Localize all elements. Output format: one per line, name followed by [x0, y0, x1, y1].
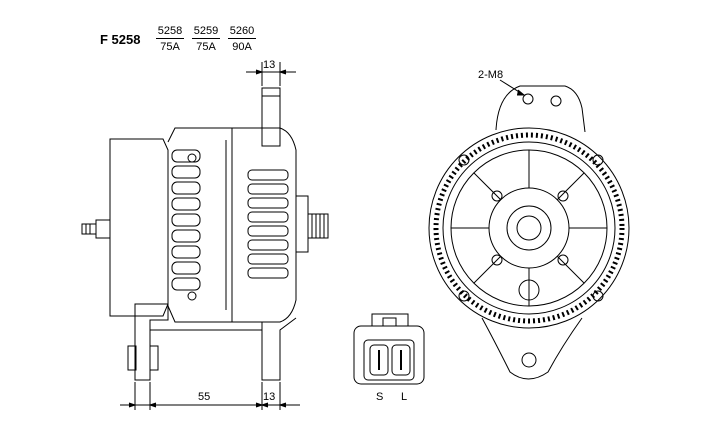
- variant-part-number: 5259: [192, 25, 220, 39]
- bottom-mounting-lug: [481, 317, 583, 380]
- upper-mount-ear: [261, 87, 281, 147]
- mount-hole: [550, 95, 562, 107]
- boss: [518, 279, 540, 301]
- variant-rating: 75A: [160, 41, 180, 53]
- shaft: [308, 213, 329, 239]
- variant-5260: 5260 90A: [228, 25, 256, 53]
- bolt: [458, 154, 470, 166]
- bolt: [491, 254, 503, 266]
- dim-bottom-span: 55: [198, 391, 211, 403]
- bolt: [458, 290, 470, 302]
- bolt: [557, 190, 569, 202]
- top-mounting-lug: [495, 85, 586, 133]
- bracket-bolt: [127, 345, 137, 371]
- variant-rating: 90A: [232, 41, 252, 53]
- terminal-s-socket: [369, 344, 389, 376]
- terminal-stud: [95, 219, 111, 239]
- housing-body: [167, 127, 297, 323]
- bolt-head: [187, 153, 197, 163]
- variant-5259: 5259 75A: [192, 25, 220, 53]
- terminal-l-socket: [391, 344, 411, 376]
- model-number: F 5258: [100, 32, 141, 47]
- terminal-l-label: L: [401, 391, 408, 403]
- side-view: [81, 87, 329, 381]
- lower-mount-foot: [232, 317, 297, 381]
- rear-cover: [109, 138, 169, 317]
- connector-body: [353, 325, 425, 385]
- pivot-hole: [521, 352, 537, 368]
- shaft-hub: [296, 195, 309, 253]
- dimension-lines: [120, 62, 300, 410]
- bolt: [491, 190, 503, 202]
- rear-cooling-fins: [247, 169, 289, 279]
- front-view: [428, 79, 630, 380]
- dim-top-width: 13: [263, 59, 276, 71]
- bolt: [592, 154, 604, 166]
- front-cooling-fins: [171, 149, 201, 291]
- bolt: [592, 290, 604, 302]
- hub: [506, 205, 552, 251]
- mount-hole: [522, 93, 534, 105]
- dim-bottom-width: 13: [263, 391, 276, 403]
- bolt-head: [187, 291, 197, 301]
- variant-part-number: 5260: [228, 25, 256, 39]
- lower-mount-bracket: [134, 303, 169, 381]
- variant-rating: 75A: [196, 41, 216, 53]
- variant-part-number: 5258: [156, 25, 184, 39]
- terminal-s-label: S: [376, 391, 384, 403]
- bolt: [557, 254, 569, 266]
- bracket-bolt: [149, 345, 159, 371]
- mount-hole-callout: 2-M8: [478, 69, 504, 81]
- shaft-bore: [516, 215, 542, 241]
- connector-plug: [353, 313, 425, 385]
- outer-fin-ring: [428, 127, 630, 329]
- variant-5258: 5258 75A: [156, 25, 184, 53]
